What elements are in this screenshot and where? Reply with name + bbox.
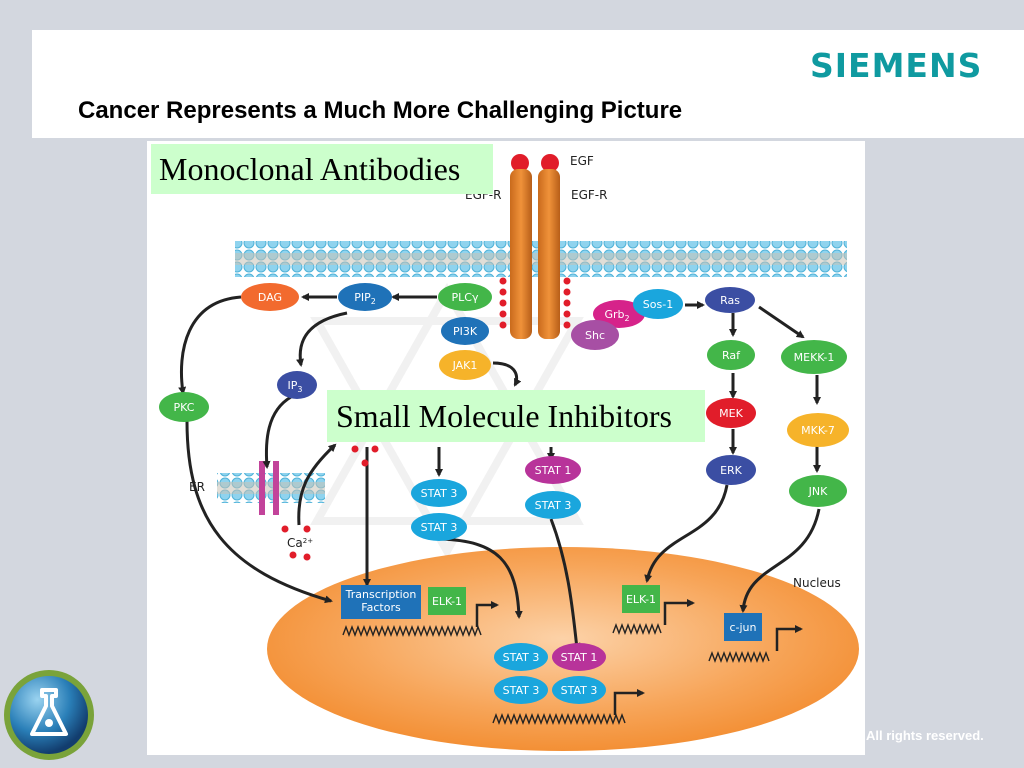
plcg-node: PLCγ — [438, 283, 492, 311]
mkk7-label: MKK-7 — [801, 424, 835, 437]
promoter-arrows — [475, 599, 803, 715]
raf-node: Raf — [707, 340, 755, 370]
ras-node: Ras — [705, 287, 755, 313]
svg-text:Ca2+: Ca2+ — [287, 536, 313, 550]
elk1-box-right: ELK-1 — [622, 585, 660, 613]
nuclear-stat3-1: STAT 3 — [494, 643, 548, 671]
pkc-label: PKC — [174, 401, 195, 414]
stat3-b-label: STAT 3 — [421, 521, 458, 534]
pkc-node: PKC — [159, 392, 209, 422]
mekk1-node: MEKK-1 — [781, 340, 847, 374]
ip3-node: IP3 — [277, 371, 317, 399]
svg-text:PIP2: PIP2 — [354, 291, 376, 306]
ca-bottom-node: Ca2+ — [281, 525, 313, 561]
pi3k-node: PI3K — [441, 317, 489, 345]
mek-label: MEK — [719, 407, 743, 420]
svg-text:Grb2: Grb2 — [604, 308, 629, 323]
nuclear-stat3-2-label: STAT 3 — [503, 684, 540, 697]
cjun-box: c-jun — [724, 613, 762, 641]
elk1-box-left: ELK-1 — [428, 587, 466, 615]
elk1-left-label: ELK-1 — [432, 595, 462, 608]
nuclear-stat3-1-label: STAT 3 — [503, 651, 540, 664]
ras-label: Ras — [720, 294, 740, 307]
erk-label: ERK — [720, 464, 743, 477]
stat1-node-a: STAT 1 — [525, 456, 581, 484]
jnk-label: JNK — [808, 485, 828, 498]
pathway-diagram: EGF EGF-R EGF-R ER Nucleus DAG — [147, 141, 865, 755]
jak1-label: JAK1 — [452, 359, 478, 372]
dag-label: DAG — [258, 291, 282, 304]
grb2-node: Grb2 — [593, 300, 645, 328]
cjun-label: c-jun — [729, 621, 756, 634]
nuclear-stat3-3-label: STAT 3 — [561, 684, 598, 697]
pip2-node: PIP2 — [338, 283, 392, 311]
nucleus-label: Nucleus — [793, 576, 841, 590]
stat3-node-b: STAT 3 — [411, 513, 467, 541]
pi3k-label: PI3K — [453, 325, 478, 338]
grb2-label: Grb — [604, 308, 624, 321]
ca-bottom-label: Ca — [287, 536, 303, 550]
jak1-node: JAK1 — [439, 350, 491, 380]
sos1-node: Sos-1 — [633, 289, 683, 319]
sos1-label: Sos-1 — [643, 298, 673, 311]
transcription-factors-label: Transcription — [345, 588, 417, 601]
egf-receptor — [499, 154, 571, 339]
dag-node: DAG — [241, 283, 299, 311]
monoclonal-antibodies-callout: Monoclonal Antibodies — [151, 144, 493, 194]
egfr-right-label: EGF-R — [571, 188, 607, 202]
jnk-node: JNK — [789, 475, 847, 507]
pathway-diagram-svg: EGF EGF-R EGF-R ER Nucleus DAG — [159, 154, 859, 751]
dna-strands — [342, 623, 770, 725]
shc-node: Shc — [571, 320, 619, 350]
slide-header — [32, 30, 1024, 138]
mek-node: MEK — [706, 398, 756, 428]
stat1-a-label: STAT 1 — [535, 464, 572, 477]
ip3-label: IP — [288, 379, 298, 392]
transcription-factors-label-line2: Factors — [361, 601, 401, 614]
nuclear-stat1-1: STAT 1 — [552, 643, 606, 671]
small-molecule-inhibitors-callout: Small Molecule Inhibitors — [327, 390, 705, 442]
grb2-subscript: 2 — [624, 314, 629, 323]
mekk1-label: MEKK-1 — [794, 351, 835, 364]
mkk7-node: MKK-7 — [787, 413, 849, 447]
shc-label: Shc — [585, 329, 605, 342]
erk-node: ERK — [706, 455, 756, 485]
stat3-node-a: STAT 3 — [411, 479, 467, 507]
stat3-node-c: STAT 3 — [525, 491, 581, 519]
nuclear-stat3-2: STAT 3 — [494, 676, 548, 704]
plcg-label: PLCγ — [452, 291, 479, 304]
raf-label: Raf — [722, 349, 741, 362]
ca-bottom-superscript: 2+ — [303, 537, 313, 545]
nuclear-stat3-3: STAT 3 — [552, 676, 606, 704]
ip3-subscript: 3 — [297, 385, 302, 394]
slide-title: Cancer Represents a Much More Challengin… — [78, 97, 683, 124]
pip2-label: PIP — [354, 291, 371, 304]
stat3-c-label: STAT 3 — [535, 499, 572, 512]
copyright-text: All rights reserved. — [866, 728, 984, 743]
svg-text:IP3: IP3 — [288, 379, 303, 394]
flask-logo-icon — [4, 670, 94, 760]
elk1-right-label: ELK-1 — [626, 593, 656, 606]
nuclear-stat1-1-label: STAT 1 — [561, 651, 598, 664]
egf-label: EGF — [570, 154, 594, 168]
pip2-subscript: 2 — [371, 297, 376, 306]
siemens-logo: SIEMENS — [810, 46, 983, 85]
stat3-a-label: STAT 3 — [421, 487, 458, 500]
